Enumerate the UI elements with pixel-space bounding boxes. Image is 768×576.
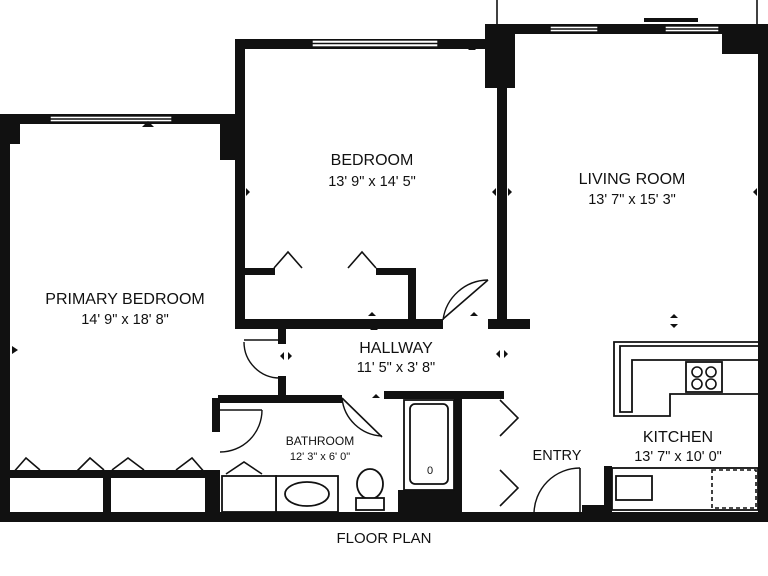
floor-plan-caption: FLOOR PLAN xyxy=(336,530,431,547)
bedroom-name: BEDROOM xyxy=(331,152,414,169)
primary-bedroom-name: PRIMARY BEDROOM xyxy=(45,291,204,308)
hallway-name: HALLWAY xyxy=(359,340,433,357)
toilet xyxy=(355,468,385,511)
dimension-ticks xyxy=(12,46,757,398)
room-label-living-room: LIVING ROOM 13' 7" x 15' 3" xyxy=(579,171,686,208)
primary-bedroom-dims: 14' 9" x 18' 8" xyxy=(81,312,169,328)
room-label-kitchen: KITCHEN 13' 7" x 10' 0" xyxy=(634,429,722,465)
closet-doors xyxy=(11,250,520,507)
bathtub: 0 xyxy=(403,399,455,491)
kitchen-dims: 13' 7" x 10' 0" xyxy=(634,449,722,465)
kitchen-lower-counter xyxy=(611,467,759,511)
tub-drain-label: 0 xyxy=(427,465,433,477)
balcony-lines xyxy=(496,0,758,24)
walls xyxy=(0,24,768,522)
room-label-bedroom: BEDROOM 13' 9" x 14' 5" xyxy=(328,152,416,190)
windows xyxy=(49,25,720,123)
room-label-primary-bedroom: PRIMARY BEDROOM 14' 9" x 18' 8" xyxy=(45,291,204,328)
room-label-hallway: HALLWAY 11' 5" x 3' 8" xyxy=(357,340,435,376)
entry-name: ENTRY xyxy=(533,448,582,464)
room-label-entry: ENTRY xyxy=(533,448,582,464)
doors xyxy=(218,279,581,515)
bathroom-vanity xyxy=(221,461,339,513)
bathroom-dims: 12' 3" x 6' 0" xyxy=(290,451,350,463)
kitchen-counter xyxy=(613,341,758,417)
hallway-dims: 11' 5" x 3' 8" xyxy=(357,360,435,376)
bedroom-dims: 13' 9" x 14' 5" xyxy=(328,174,416,190)
living-room-dims: 13' 7" x 15' 3" xyxy=(588,192,676,208)
bathroom-name: BATHROOM xyxy=(286,434,354,448)
room-label-bathroom: BATHROOM 12' 3" x 6' 0" xyxy=(286,434,354,463)
kitchen-name: KITCHEN xyxy=(643,429,713,446)
living-room-name: LIVING ROOM xyxy=(579,171,686,188)
